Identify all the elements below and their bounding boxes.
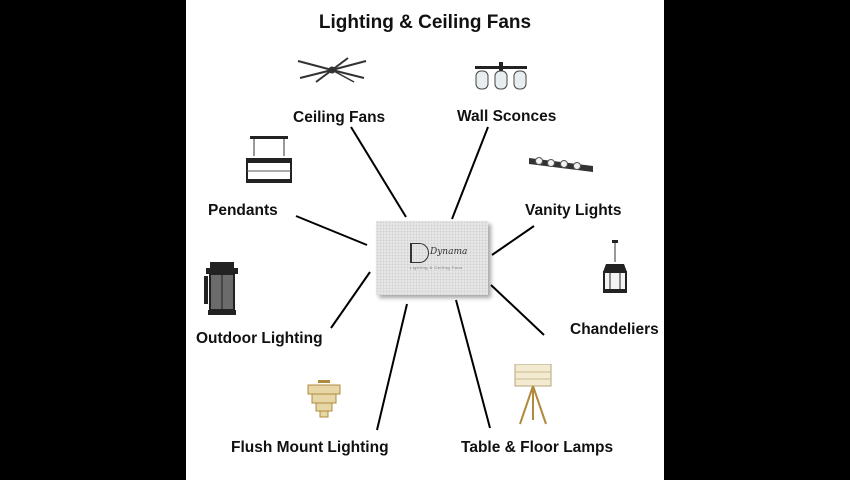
connector-table-floor-lamps <box>455 299 491 429</box>
connector-vanity-lights <box>491 225 535 256</box>
label-outdoor-lighting: Outdoor Lighting <box>196 330 323 347</box>
connector-flush-mount <box>376 303 408 431</box>
chandelier-icon <box>603 240 627 293</box>
label-table-floor-lamps: Table & Floor Lamps <box>461 439 614 456</box>
label-chandeliers: Chandeliers <box>570 321 659 338</box>
brand-logo-mark <box>410 243 429 263</box>
floor-lamp-icon <box>514 364 552 425</box>
connector-wall-sconces <box>451 126 489 220</box>
brand-tagline: Lighting & Ceiling Fans <box>410 265 463 270</box>
connector-ceiling-fans <box>350 126 407 218</box>
outdoor-lantern-icon <box>204 262 238 315</box>
wall-sconce-icon <box>475 62 527 90</box>
vanity-light-icon <box>529 157 593 172</box>
label-wall-sconces: Wall Sconces <box>457 108 557 125</box>
ceiling-fan-icon <box>297 57 367 83</box>
connector-outdoor-lighting <box>330 271 371 329</box>
label-ceiling-fans: Ceiling Fans <box>293 109 386 126</box>
label-flush-mount-lighting: Flush Mount Lighting <box>231 439 389 456</box>
label-pendants: Pendants <box>208 202 278 219</box>
brand-name: Dynama <box>430 247 468 257</box>
pendant-icon <box>246 136 292 183</box>
connector-pendants <box>295 215 368 246</box>
flush-mount-icon <box>307 380 341 418</box>
connector-chandeliers <box>490 284 545 336</box>
brand-logo-card: Dynama Lighting & Ceiling Fans <box>376 221 488 295</box>
diagram-title: Lighting & Ceiling Fans <box>318 12 532 33</box>
label-vanity-lights: Vanity Lights <box>525 202 622 219</box>
